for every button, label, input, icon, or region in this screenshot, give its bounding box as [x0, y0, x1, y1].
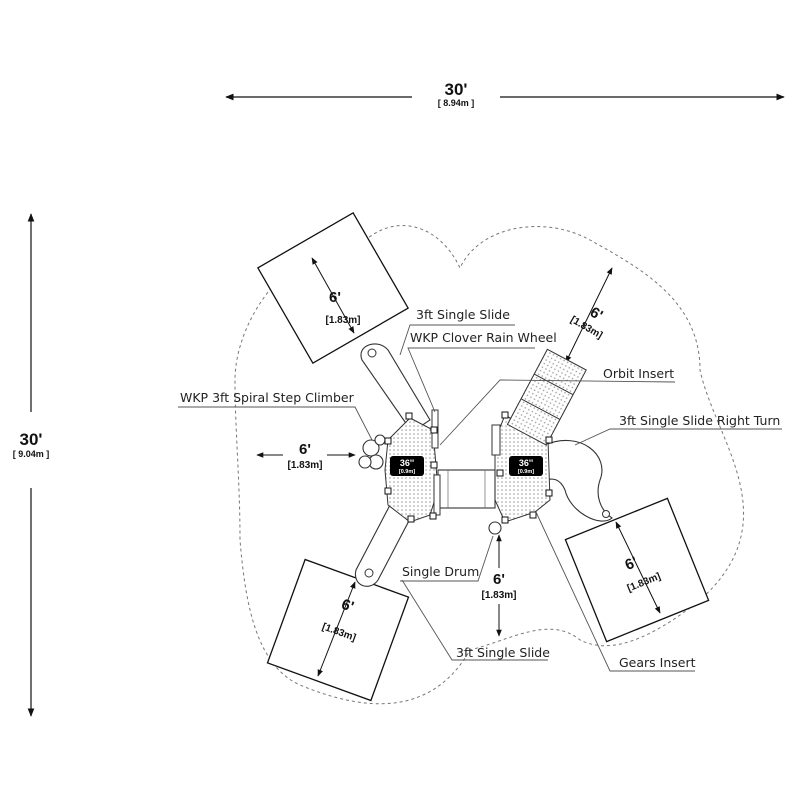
posts: [384, 411, 553, 524]
label-spiral-step-climber: WKP 3ft Spiral Step Climber: [180, 390, 355, 405]
clearance-m-climber: [1.83m]: [287, 460, 322, 471]
slide-top-left: [360, 343, 431, 433]
clearance-arrow-orbit: [565, 267, 613, 363]
label-3ft-single-slide-bottom: 3ft Single Slide: [456, 645, 550, 660]
label-3ft-single-slide-top: 3ft Single Slide: [416, 307, 510, 322]
clearance-ft-drum: 6': [493, 571, 505, 588]
single-drum: [488, 521, 502, 535]
deck-height-ft-left: 36'': [400, 458, 414, 468]
label-single-slide-right-turn: 3ft Single Slide Right Turn: [619, 413, 780, 428]
overall-depth-ft: 30': [20, 430, 43, 449]
label-orbit-insert: Orbit Insert: [603, 366, 674, 381]
overall-width-m: [ 8.94m ]: [438, 98, 475, 108]
label-gears-insert: Gears Insert: [619, 655, 696, 670]
deck-height-badge-left: 36'' [0.9m]: [390, 456, 424, 476]
deck-height-m-right: [0.9m]: [518, 469, 534, 475]
component-callouts: 3ft Single Slide WKP Clover Rain Wheel O…: [178, 307, 782, 672]
label-single-drum: Single Drum: [402, 564, 479, 579]
clearance-ft-bottom-left: 6': [339, 596, 356, 616]
spiral-step-climber: [358, 434, 386, 470]
deck-height-m-left: [0.9m]: [399, 469, 415, 475]
tunnel: [437, 469, 496, 509]
play-structure: 36'' [0.9m] 36'' [0.9m]: [354, 343, 613, 587]
clearance-arrow-top-left: [311, 257, 355, 334]
clearance-m-top-left: [1.83m]: [325, 315, 360, 326]
overall-width-ft: 30': [445, 80, 468, 99]
label-clover-rain-wheel: WKP Clover Rain Wheel: [410, 330, 557, 345]
clearance-ft-top-left: 6': [329, 289, 341, 306]
deck-height-ft-right: 36'': [519, 458, 533, 468]
overall-depth-m: [ 9.04m ]: [13, 449, 50, 459]
clearance-arrow-right: [615, 521, 661, 614]
clearance-zone-top-left: [256, 211, 410, 365]
clearance-ft-orbit: 6': [587, 304, 606, 325]
slide-bottom-left: [354, 504, 413, 587]
clearance-ft-climber: 6': [299, 441, 311, 458]
clearance-arrow-bottom-left: [317, 581, 356, 677]
deck-height-badge-right: 36'' [0.9m]: [509, 456, 543, 476]
overall-width-dimension: 30' [ 8.94m ]: [225, 80, 785, 108]
clearance-m-drum: [1.83m]: [481, 590, 516, 601]
slide-right-turn: [544, 439, 613, 522]
overall-depth-dimension: 30' [ 9.04m ]: [13, 213, 50, 717]
clearance-ft-right: 6': [623, 554, 640, 574]
use-zone-outline: [234, 225, 744, 705]
orbit-insert: [506, 348, 587, 446]
